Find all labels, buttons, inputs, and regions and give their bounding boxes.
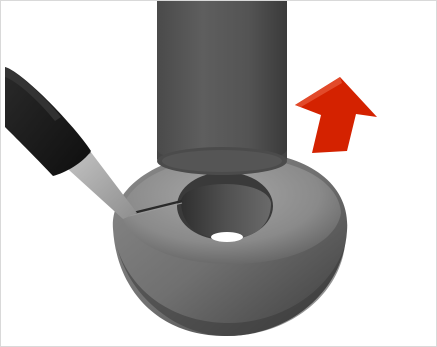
pierced-ring — [113, 151, 347, 336]
punch-cylinder — [157, 1, 287, 175]
ring-hole-light — [211, 232, 243, 242]
punch-shaft — [157, 1, 287, 159]
up-arrow-icon — [295, 77, 377, 153]
scraper-tool — [5, 67, 137, 219]
